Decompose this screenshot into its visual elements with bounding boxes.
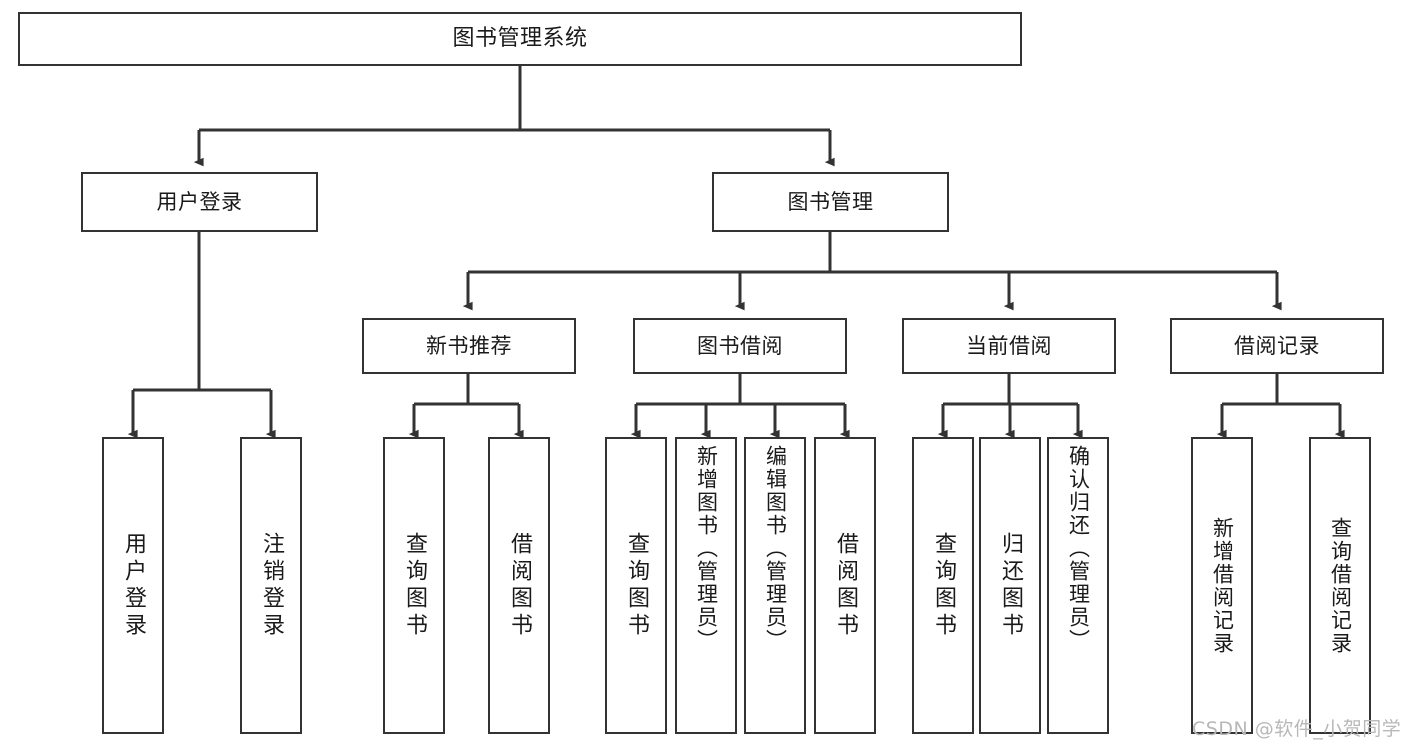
node-current-borrow[interactable]: 当前借阅 xyxy=(902,318,1116,374)
node-label: 图书管理系统 xyxy=(452,26,588,52)
node-label: 图书管理 xyxy=(787,189,874,214)
node-leaf-edit-book[interactable]: 编辑图书（管理员） xyxy=(744,437,806,734)
node-root-book-management-system[interactable]: 图书管理系统 xyxy=(18,12,1022,66)
node-label: 归还图书 xyxy=(998,531,1023,640)
node-leaf-add-book[interactable]: 新增图书（管理员） xyxy=(675,437,737,734)
node-leaf-confirm-return[interactable]: 确认归还（管理员） xyxy=(1047,437,1109,734)
node-label: 新书推荐 xyxy=(426,333,512,358)
node-user-login[interactable]: 用户登录 xyxy=(81,172,318,232)
node-label: 借阅记录 xyxy=(1234,333,1320,358)
node-label: 确认归还（管理员） xyxy=(1066,445,1091,652)
node-leaf-query-record[interactable]: 查询借阅记录 xyxy=(1309,437,1371,734)
node-label: 查询图书 xyxy=(931,531,956,640)
node-label: 借阅图书 xyxy=(507,531,532,640)
node-leaf-borrow-book-1[interactable]: 借阅图书 xyxy=(488,437,550,734)
watermark-text: CSDN @软件_小贺同学 xyxy=(1192,718,1402,740)
node-label: 图书借阅 xyxy=(697,333,783,358)
node-label: 查询图书 xyxy=(624,531,649,640)
node-leaf-borrow-book-2[interactable]: 借阅图书 xyxy=(814,437,876,734)
node-leaf-query-book-1[interactable]: 查询图书 xyxy=(383,437,445,734)
node-label: 编辑图书（管理员） xyxy=(763,445,788,652)
node-leaf-query-book-2[interactable]: 查询图书 xyxy=(605,437,667,734)
node-leaf-add-record[interactable]: 新增借阅记录 xyxy=(1191,437,1253,734)
node-label: 新增借阅记录 xyxy=(1210,516,1235,655)
node-label: 查询图书 xyxy=(402,531,427,640)
node-label: 新增图书（管理员） xyxy=(694,445,719,652)
node-label: 借阅图书 xyxy=(833,531,858,640)
node-label: 当前借阅 xyxy=(966,333,1052,358)
node-leaf-return-book[interactable]: 归还图书 xyxy=(979,437,1041,734)
node-book-borrow[interactable]: 图书借阅 xyxy=(633,318,847,374)
node-label: 查询借阅记录 xyxy=(1328,516,1353,655)
node-new-book-recommend[interactable]: 新书推荐 xyxy=(362,318,576,374)
node-label: 注销登录 xyxy=(259,531,284,640)
node-leaf-user-login[interactable]: 用户登录 xyxy=(102,437,164,734)
node-leaf-query-book-3[interactable]: 查询图书 xyxy=(912,437,974,734)
node-book-management[interactable]: 图书管理 xyxy=(712,172,949,232)
node-label: 用户登录 xyxy=(121,531,146,640)
node-leaf-logout-login[interactable]: 注销登录 xyxy=(240,437,302,734)
node-label: 用户登录 xyxy=(156,189,243,214)
node-borrow-record[interactable]: 借阅记录 xyxy=(1170,318,1384,374)
